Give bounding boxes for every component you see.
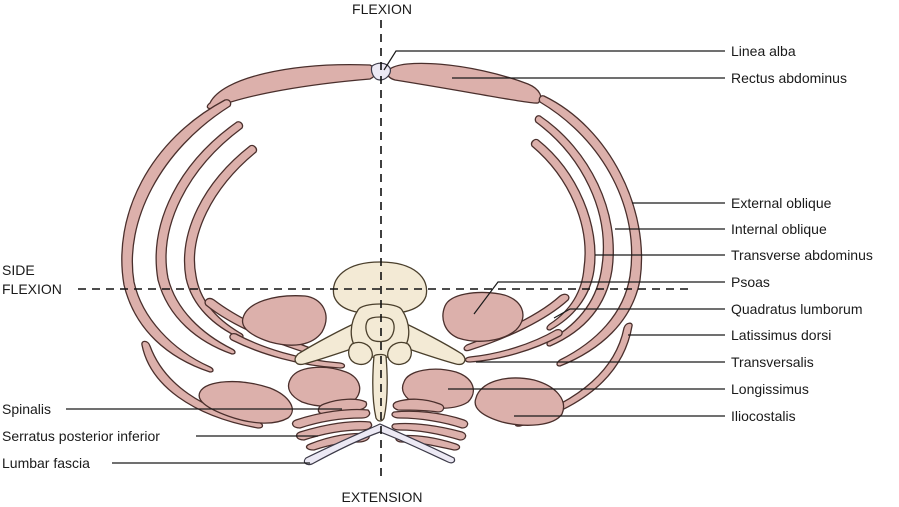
serratus-posterior-inferior-left-2 [295,420,373,441]
label-external-oblique: External oblique [731,195,832,211]
label-iliocostalis: Iliocostalis [731,408,796,424]
articular-process-left [347,341,373,366]
label-transverse-abdominus: Transverse abdominus [731,247,873,263]
spinalis-right [392,398,445,413]
transverse-abdominus-right [530,138,596,331]
psoas-right [442,291,524,342]
label-longissimus: Longissimus [731,381,809,397]
muscle-layer [121,62,643,451]
axis-label-bottom: EXTENSION [342,489,423,505]
psoas-left [241,295,327,346]
label-rectus-abdominus: Rectus abdominus [731,70,847,86]
label-linea-alba: Linea alba [731,43,796,59]
serratus-posterior-inferior-right-1 [391,410,469,429]
longissimus-right [401,368,474,409]
label-quadratus-lumborum: Quadratus lumborum [731,301,863,317]
external-oblique-left [121,99,232,373]
internal-oblique-left [155,121,244,355]
label-transversalis: Transversalis [731,354,814,370]
axis-label-side-1: SIDE [2,262,35,278]
label-spinalis: Spinalis [2,401,51,417]
serratus-posterior-inferior-left-1 [291,408,371,429]
articular-process-right [387,341,413,366]
external-oblique-right [538,95,643,367]
iliocostalis-right [474,377,565,426]
leader-linea-alba [383,50,725,71]
transversalis-right [464,328,563,363]
axis-label-top: FLEXION [352,1,412,17]
lumbar-fascia-shape [303,423,456,466]
label-psoas: Psoas [731,274,770,290]
serratus-posterior-inferior-right-2 [391,422,467,441]
leader-quadratus-lumborum [553,308,725,319]
spinous-process [372,353,388,422]
labels-right: Linea alba Rectus abdominus External obl… [731,43,873,424]
label-serratus-posterior-inferior: Serratus posterior inferior [2,428,160,444]
iliocostalis-left [198,380,293,424]
vertebra [294,261,466,422]
leader-lines-right [383,50,725,417]
transverse-abdominus-left [184,144,258,339]
label-internal-oblique: Internal oblique [731,221,827,237]
leader-psoas [473,281,725,315]
rectus-abdominus-right [387,62,542,104]
rectus-abdominus-left [206,63,376,110]
label-lumbar-fascia: Lumbar fascia [2,455,90,471]
leader-lines-left [66,408,342,464]
spinal-canal [365,316,395,343]
labels-left: Spinalis Serratus posterior inferior Lum… [2,401,160,471]
transversalis-left [229,332,346,369]
label-latissimus-dorsi: Latissimus dorsi [731,327,831,343]
axis-label-side-2: FLEXION [2,281,62,297]
